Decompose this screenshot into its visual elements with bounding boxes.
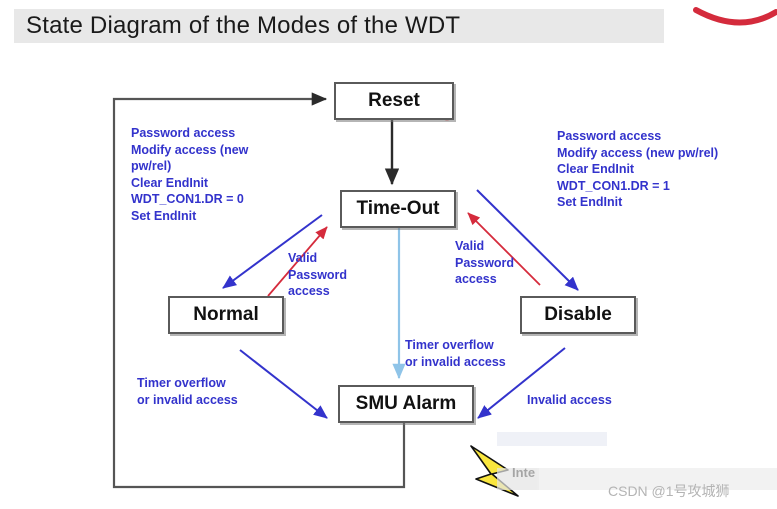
state-node-smu-alarm[interactable]: SMU Alarm <box>338 385 474 423</box>
watermark-block-left <box>497 468 539 490</box>
watermark-block-bottom <box>537 468 777 490</box>
arrow-normal-to-timeout <box>267 226 328 297</box>
annotation-invalid-access-right: Invalid access <box>527 393 612 407</box>
state-node-disable[interactable]: Disable <box>520 296 636 334</box>
arrow-disable-to-timeout <box>467 212 541 286</box>
state-node-normal[interactable]: Normal <box>168 296 284 334</box>
watermark-text: CSDN @1号攻城狮 <box>608 483 730 499</box>
annotation-valid-password-left: Valid Password access <box>288 251 348 298</box>
annotation-valid-password-right: Valid Password access <box>455 239 515 286</box>
arrow-timeout-to-disable <box>476 189 579 291</box>
arrow-disable-to-smu <box>477 347 566 419</box>
arrow-normal-to-smu <box>239 349 328 419</box>
title-banner <box>14 9 664 43</box>
annotation-right-transition-block: Password access Modify access (new pw/re… <box>557 129 719 209</box>
state-node-reset[interactable]: Reset <box>334 82 454 120</box>
watermark-block-top <box>497 432 607 446</box>
state-node-time-out[interactable]: Time-Out <box>340 190 456 228</box>
page-title: State Diagram of the Modes of the WDT <box>26 12 461 39</box>
annotation-timer-overflow-middle: Timer overflow or invalid access <box>405 338 506 369</box>
arrow-timeout-to-normal <box>222 214 323 289</box>
red-arc-decoration <box>693 7 777 26</box>
annotation-timer-overflow-left: Timer overflow or invalid access <box>137 376 238 407</box>
feedback-loop-path <box>112 92 406 489</box>
annotation-left-transition-block: Password access Modify access (new pw/re… <box>131 126 249 223</box>
